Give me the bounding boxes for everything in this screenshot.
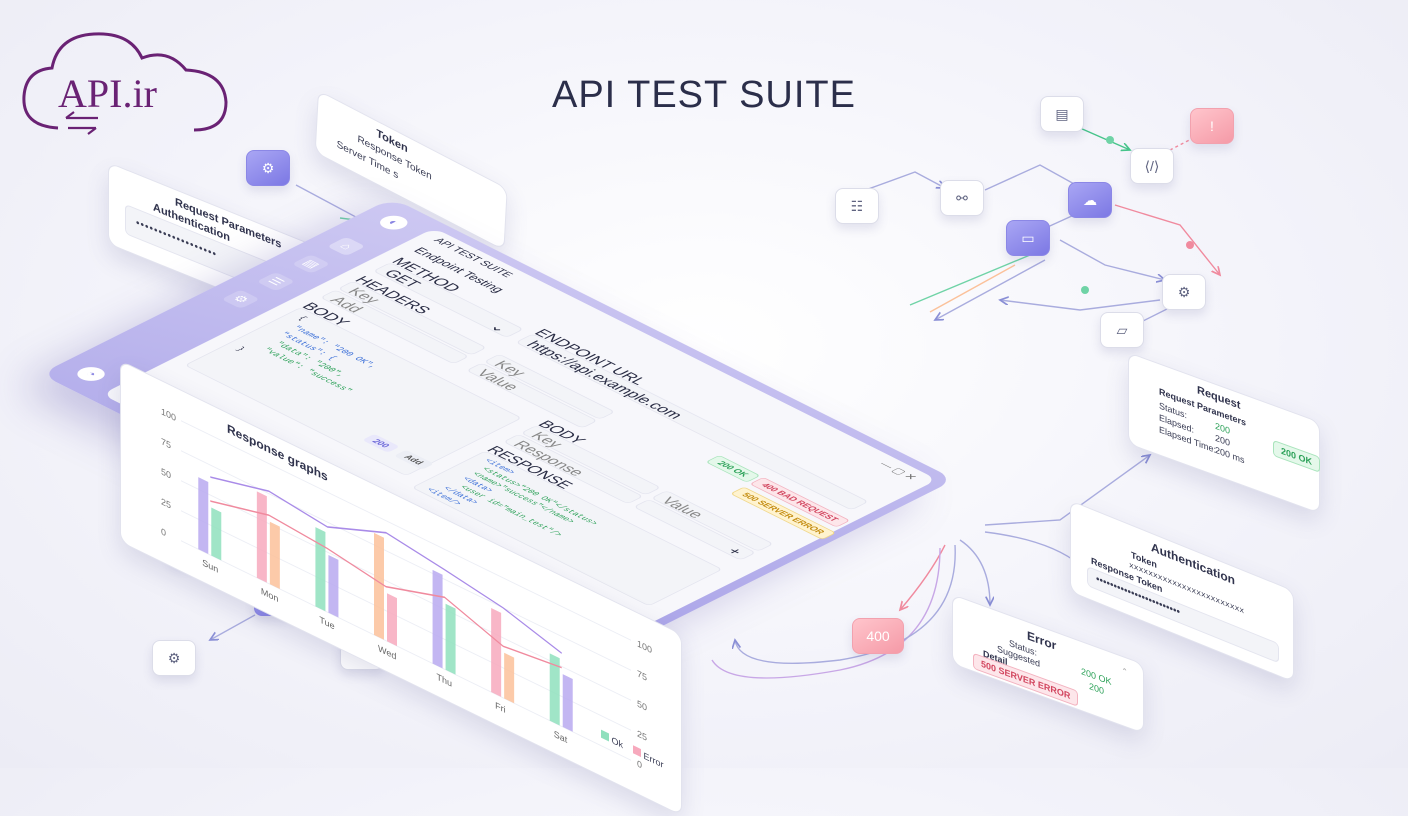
chevron-down-icon: ⌄ — [484, 321, 512, 335]
grid-line — [181, 540, 631, 761]
bar-error — [269, 521, 280, 589]
x-tick: Fri — [495, 700, 506, 716]
series-line-ok — [210, 476, 562, 654]
bar-error — [445, 603, 456, 675]
y-tick-right: 50 — [637, 699, 647, 714]
y-tick-right: 25 — [637, 729, 647, 744]
y-tick-left: 0 — [161, 526, 166, 539]
code-node-icon[interactable]: ⟨/⟩ — [1130, 148, 1174, 184]
cloud-icon — [22, 32, 228, 135]
bar-ok — [374, 532, 384, 640]
x-tick: Sun — [202, 558, 218, 576]
y-tick-left: 50 — [161, 466, 171, 481]
y-tick-right: 100 — [637, 639, 652, 657]
alert-node-icon[interactable]: ! — [1190, 108, 1234, 144]
link-node-icon[interactable]: ⚯ — [940, 180, 984, 216]
bar-error — [211, 507, 222, 561]
request-badge: 200 OK — [1273, 439, 1321, 473]
bar-error — [328, 555, 339, 618]
gear-node-icon[interactable]: ⚙ — [246, 150, 290, 186]
cloud-node-icon[interactable]: ☁ — [1068, 182, 1112, 218]
bar-error — [387, 593, 397, 647]
status-400-node[interactable]: 400 — [852, 618, 904, 654]
plus-icon: + — [722, 545, 746, 558]
bar-ok — [315, 527, 326, 612]
x-tick: Tue — [319, 615, 334, 633]
bar-ok — [256, 491, 267, 583]
y-tick-left: 75 — [161, 436, 171, 451]
x-tick: Sat — [554, 729, 568, 746]
window-node-icon[interactable]: ▭ — [1006, 220, 1050, 256]
y-tick-left: 100 — [161, 406, 176, 424]
document-node-icon[interactable]: ▤ — [1040, 96, 1084, 132]
status-400-label: 400 — [866, 628, 890, 644]
body-line: } — [233, 345, 248, 353]
series-line-error — [210, 500, 562, 669]
page-title: API TEST SUITE — [551, 74, 856, 116]
grid-line — [181, 420, 631, 641]
y-tick-left: 25 — [161, 496, 171, 511]
x-tick: Wed — [378, 643, 396, 662]
bar-error — [562, 674, 573, 732]
y-tick-right: 75 — [637, 669, 647, 684]
bar-ok — [198, 477, 209, 555]
logo-text: API.ir — [58, 71, 157, 116]
x-tick: Mon — [261, 586, 279, 605]
folder-node-icon[interactable]: ▱ — [1100, 312, 1144, 348]
bar-ok — [491, 608, 502, 697]
body-line: { — [295, 315, 309, 322]
bar-ok — [432, 569, 443, 669]
chart-svg: 10075502501007550250SunMonTueWedThuFriSa… — [161, 406, 652, 772]
server-node-icon[interactable]: ☷ — [835, 188, 879, 224]
bar-ok — [549, 653, 560, 726]
gear-small-icon[interactable]: ⚙ — [152, 640, 196, 676]
logo[interactable]: API.ir — [18, 18, 236, 148]
chevron-up-icon: ˆ — [1123, 667, 1127, 680]
bar-error — [504, 652, 515, 704]
y-tick-right: 0 — [637, 759, 642, 772]
settings-node-icon[interactable]: ⚙ — [1162, 274, 1206, 310]
x-tick: Thu — [437, 672, 453, 690]
